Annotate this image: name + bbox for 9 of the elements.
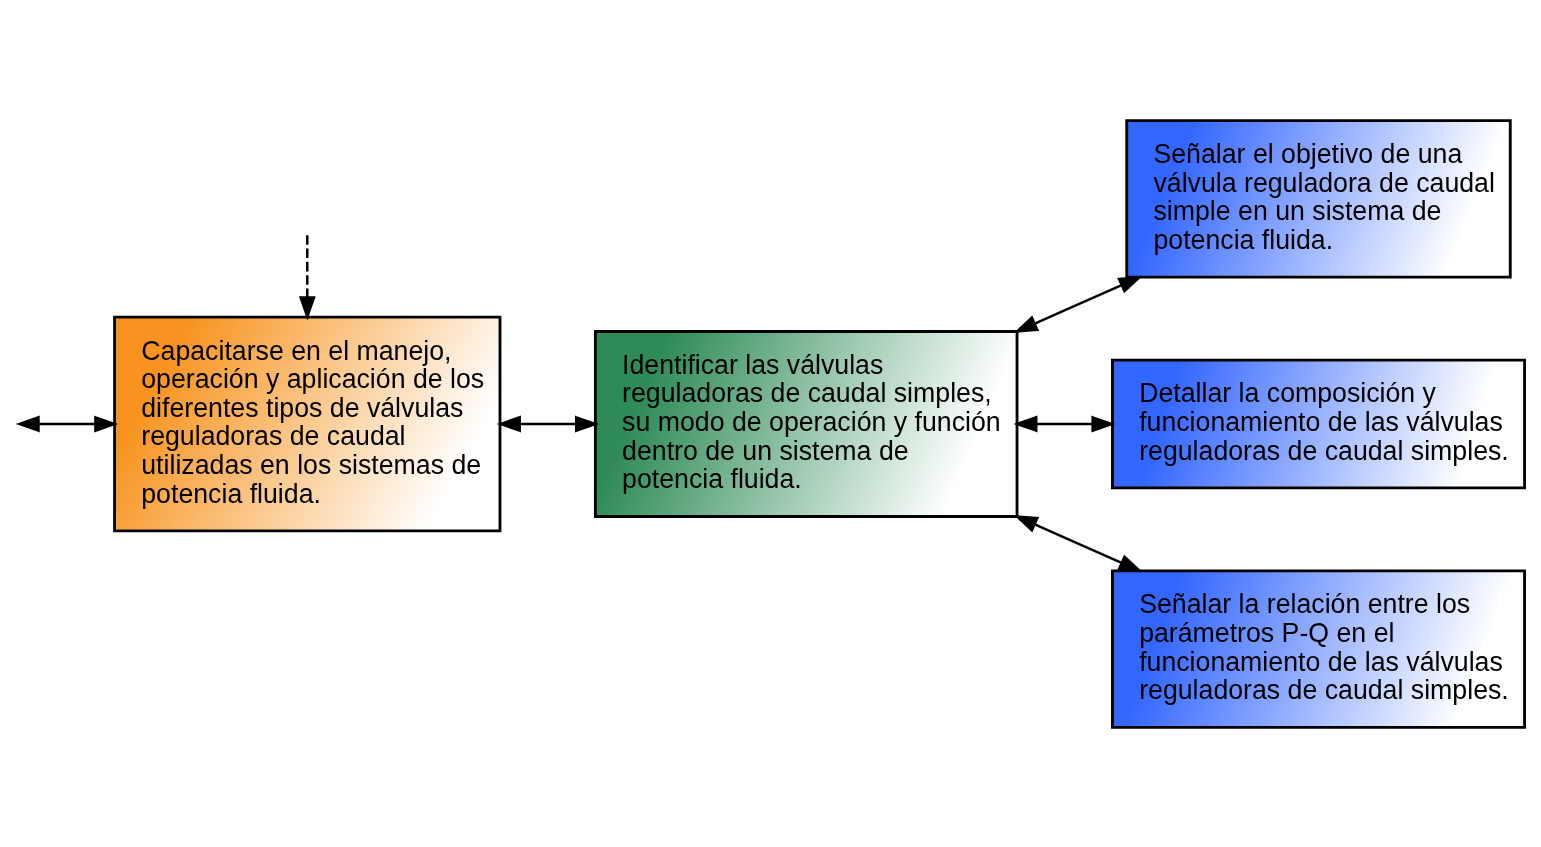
node-box: Identificar las válvulas reguladoras de caudal simples, su modo de operación y función dentro de un sistema de potencia fluida. [593,329,1019,518]
node-box: Capacitarse en el manejo, operación y aplicación de los diferentes tipos de válvulas reguladoras de caudal utilizadas en los sistemas de potencia fluida. [113,315,502,532]
arrow [496,415,600,432]
node-box: Señalar la relación entre los parámetros P-Q en el funcionamiento de las válvulas reguladoras de caudal simples. [1111,569,1526,729]
arrow [15,415,119,432]
arrow [298,234,316,320]
arrow [1013,415,1116,432]
node-box: Detallar la composición y funcionamiento de las válvulas reguladoras de caudal simples. [1111,358,1526,489]
node-box: Señalar el objetivo de una válvula reguladora de caudal simple en un sistema de potencia fluida. [1125,118,1512,278]
